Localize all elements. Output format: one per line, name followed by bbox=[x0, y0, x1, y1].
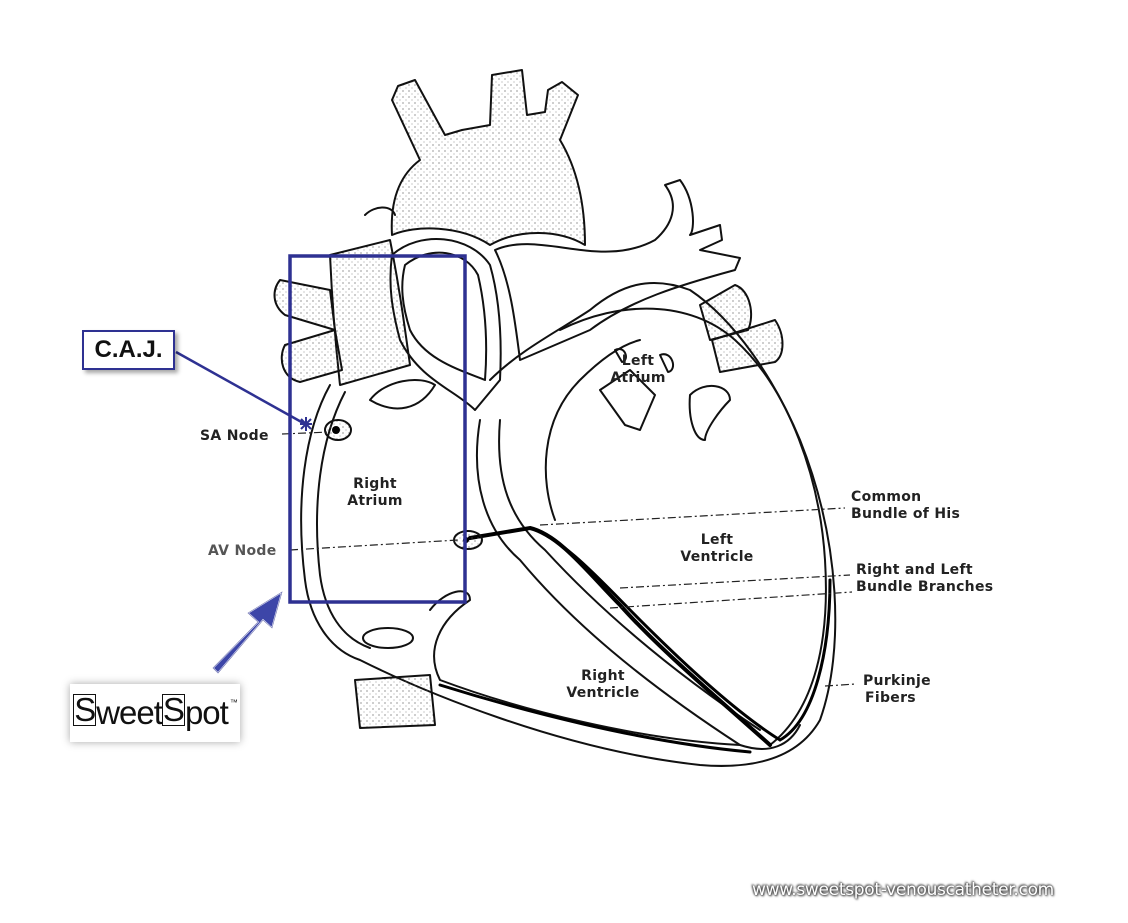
left-bundle-branch bbox=[528, 526, 832, 742]
logo-boxed-s-2: S bbox=[161, 691, 185, 728]
heart-outer-wall bbox=[300, 282, 837, 767]
website-watermark: www.sweetspot-venouscatheter.com bbox=[752, 880, 1054, 900]
logo-trademark: ™ bbox=[229, 698, 238, 707]
caj-marker bbox=[300, 417, 312, 431]
label-bundle-branches-line2: Bundle Branches bbox=[856, 579, 994, 595]
pulmonary-artery bbox=[494, 179, 741, 361]
label-right-atrium-line2: Atrium bbox=[347, 493, 403, 509]
inferior-vena-cava bbox=[354, 674, 436, 729]
label-left-ventricle-line2: Ventricle bbox=[680, 549, 754, 565]
branches-leader-1 bbox=[619, 574, 851, 589]
right-pulmonary-vein-lower bbox=[280, 329, 343, 383]
sweetspot-logo-text: S weet S pot ™ bbox=[73, 691, 238, 732]
branches-leader-2 bbox=[609, 591, 853, 609]
label-left-ventricle-line1: Left bbox=[700, 532, 734, 548]
label-bundle-branches-line1: Right and Left bbox=[856, 562, 973, 578]
label-right-atrium: Right Atrium bbox=[340, 476, 410, 510]
logo-word-2: pot bbox=[184, 694, 229, 731]
label-left-ventricle: Left Ventricle bbox=[672, 532, 762, 566]
label-left-atrium-line1: Left bbox=[621, 353, 655, 369]
label-right-ventricle: Right Ventricle bbox=[558, 668, 648, 702]
caj-callout-box: C.A.J. bbox=[82, 330, 175, 370]
label-right-ventricle-line2: Ventricle bbox=[566, 685, 640, 701]
label-sa-node: SA Node bbox=[200, 428, 269, 444]
sweetspot-region-box bbox=[288, 254, 467, 604]
caj-pointer-line bbox=[175, 350, 306, 426]
conduction-system bbox=[438, 525, 832, 754]
bundle-his-leader bbox=[539, 507, 846, 526]
label-common-bundle: Common Bundle of His bbox=[851, 489, 960, 523]
purkinje-fibers bbox=[438, 683, 752, 754]
left-heart-chamber bbox=[559, 307, 827, 746]
sweetspot-logo: S weet S pot ™ bbox=[70, 684, 240, 742]
superior-vena-cava bbox=[329, 239, 411, 386]
label-right-atrium-line1: Right bbox=[353, 476, 397, 492]
av-node-leader bbox=[289, 539, 459, 551]
label-bundle-branches: Right and Left Bundle Branches bbox=[856, 562, 993, 596]
logo-word-1: weet bbox=[96, 694, 163, 731]
label-av-node: AV Node bbox=[208, 543, 277, 559]
logo-boxed-s-1: S bbox=[73, 691, 96, 728]
right-pulmonary-vein-upper bbox=[273, 279, 336, 331]
label-right-ventricle-line1: Right bbox=[581, 668, 625, 684]
label-common-bundle-line2: Bundle of His bbox=[851, 506, 961, 522]
purkinje-leader bbox=[824, 683, 857, 687]
label-purkinje: Purkinje Fibers bbox=[863, 673, 931, 707]
label-purkinje-line2: Fibers bbox=[865, 690, 916, 706]
interventricular-septum bbox=[476, 419, 801, 750]
label-left-atrium: Left Atrium bbox=[603, 353, 673, 387]
label-common-bundle-line1: Common bbox=[851, 489, 922, 505]
aorta bbox=[390, 69, 586, 246]
aortic-arch bbox=[389, 238, 502, 411]
label-left-atrium-line2: Atrium bbox=[610, 370, 666, 386]
label-purkinje-line1: Purkinje bbox=[863, 673, 931, 689]
